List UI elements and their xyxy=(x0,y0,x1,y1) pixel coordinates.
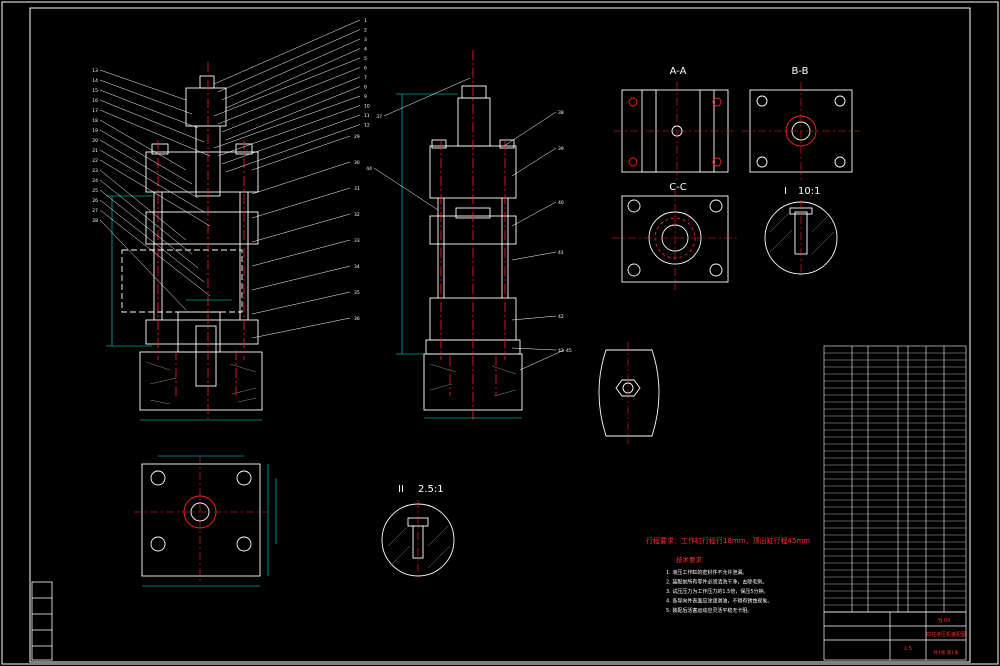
technical-requirements-list: 1. 液压工作缸的密封件不允许泄漏。 2. 装配前所有零件必须清洗干净，去除毛刺。… xyxy=(666,569,772,614)
balloon-label: 20 xyxy=(92,138,98,144)
technical-requirement-item: 2. 装配前所有零件必须清洗干净，去除毛刺。 xyxy=(666,579,767,586)
balloon-label: 9 xyxy=(364,94,367,100)
balloon-labels-right: 37 38 39 40 41 42 43 44 45 xyxy=(366,110,572,354)
balloon-label: 5 xyxy=(364,56,367,62)
balloon-label: 37 xyxy=(376,114,382,120)
main-foundation-hatch xyxy=(145,361,257,405)
balloon-label: 34 xyxy=(354,264,360,270)
balloon-label: 12 xyxy=(364,123,370,129)
balloon-label: 18 xyxy=(92,118,98,124)
balloon-label: 13 xyxy=(92,68,98,74)
technical-requirement-item: 5. 装配后活塞运动应灵活平稳无卡阻。 xyxy=(666,607,752,614)
balloon-label: 27 xyxy=(92,208,98,214)
detail-ii-label: II xyxy=(398,484,404,495)
balloon-label: 35 xyxy=(354,290,360,296)
detail-i-label: I xyxy=(784,186,787,197)
front-dimensions xyxy=(396,93,522,419)
leaders-right xyxy=(373,77,565,371)
balloon-label: 33 xyxy=(354,238,360,244)
technical-requirement-item: 4. 各导向件表面应涂润滑油，不得有锈蚀现象。 xyxy=(666,598,772,605)
balloon-label: 26 xyxy=(92,198,98,204)
balloon-label: 38 xyxy=(558,110,564,116)
balloon-label: 19 xyxy=(92,128,98,134)
detail-i-scale: 10:1 xyxy=(798,186,820,197)
balloon-label: 14 xyxy=(92,78,98,84)
balloon-label: 22 xyxy=(92,158,98,164)
balloon-label: 45 xyxy=(566,348,572,354)
balloon-label: 30 xyxy=(354,160,360,166)
title-block-title: 四柱液压机装配图 xyxy=(926,631,966,638)
detail-ii-hatch xyxy=(387,525,451,569)
balloon-label: 28 xyxy=(92,218,98,224)
main-centerlines xyxy=(157,62,245,420)
balloon-label: 32 xyxy=(354,212,360,218)
title-block-sheet: 共1张 第1张 xyxy=(933,649,959,656)
title-block xyxy=(823,611,967,661)
front-foundation-hatch xyxy=(429,363,517,397)
balloon-label: 8 xyxy=(364,85,367,91)
detail-ii-scale: 2.5:1 xyxy=(418,484,444,495)
balloon-label: 4 xyxy=(364,47,367,53)
plan-view-dimensions xyxy=(142,455,277,587)
balloon-label: 16 xyxy=(92,98,98,104)
title-block-scale: 1:5 xyxy=(904,646,912,652)
balloon-label: 15 xyxy=(92,88,98,94)
revision-strip xyxy=(31,581,53,661)
balloon-label: 41 xyxy=(558,250,564,256)
balloon-label: 44 xyxy=(366,166,372,172)
technical-requirement-item: 3. 试压压力为工作压力的1.5倍，保压5分钟。 xyxy=(666,588,769,595)
balloon-labels-left: 1234567891011121314151617181920212223242… xyxy=(92,18,370,322)
balloon-label: 39 xyxy=(558,146,564,152)
balloon-label: 29 xyxy=(354,134,360,140)
balloon-label: 40 xyxy=(558,200,564,206)
section-cc-label: C-C xyxy=(669,182,687,193)
balloon-label: 10 xyxy=(364,104,370,110)
main-section-view xyxy=(121,75,263,411)
plan-view xyxy=(141,463,261,577)
technical-requirement-item: 1. 液压工作缸的密封件不允许泄漏。 xyxy=(666,569,747,576)
balloon-label: 1 xyxy=(364,18,367,24)
balloon-label: 17 xyxy=(92,108,98,114)
hex-part-view xyxy=(598,349,660,437)
balloon-label: 24 xyxy=(92,178,98,184)
balloon-label: 43 xyxy=(558,348,564,354)
balloon-label: 7 xyxy=(364,75,367,81)
section-aa-label: A-A xyxy=(670,66,687,77)
parts-list-table xyxy=(823,345,967,613)
title-block-drawing-no: YJ-00 xyxy=(937,618,951,624)
balloon-label: 23 xyxy=(92,168,98,174)
balloon-label: 25 xyxy=(92,188,98,194)
section-bb-centerlines xyxy=(742,82,860,180)
section-aa-centerlines xyxy=(614,82,736,180)
main-dimensions xyxy=(106,195,262,421)
section-bb-label: B-B xyxy=(792,66,809,77)
technical-requirements-title: 技术要求 xyxy=(676,555,703,564)
leaders-left xyxy=(99,19,361,339)
balloon-label: 3 xyxy=(364,37,367,43)
front-centerlines xyxy=(440,50,506,420)
balloon-label: 6 xyxy=(364,66,367,72)
balloon-label: 36 xyxy=(354,316,360,322)
front-view xyxy=(423,85,523,411)
section-cc-centerlines xyxy=(612,188,738,290)
detail-i-hatch xyxy=(769,211,835,255)
balloon-label: 31 xyxy=(354,186,360,192)
plan-view-centerlines xyxy=(134,456,268,584)
balloon-label: 42 xyxy=(558,314,564,320)
balloon-label: 2 xyxy=(364,28,367,34)
balloon-label: 21 xyxy=(92,148,98,154)
stroke-requirement-note: 行程要求：工作缸行程行18mm，顶出缸行程45mm xyxy=(646,536,810,545)
balloon-label: 11 xyxy=(364,113,370,119)
